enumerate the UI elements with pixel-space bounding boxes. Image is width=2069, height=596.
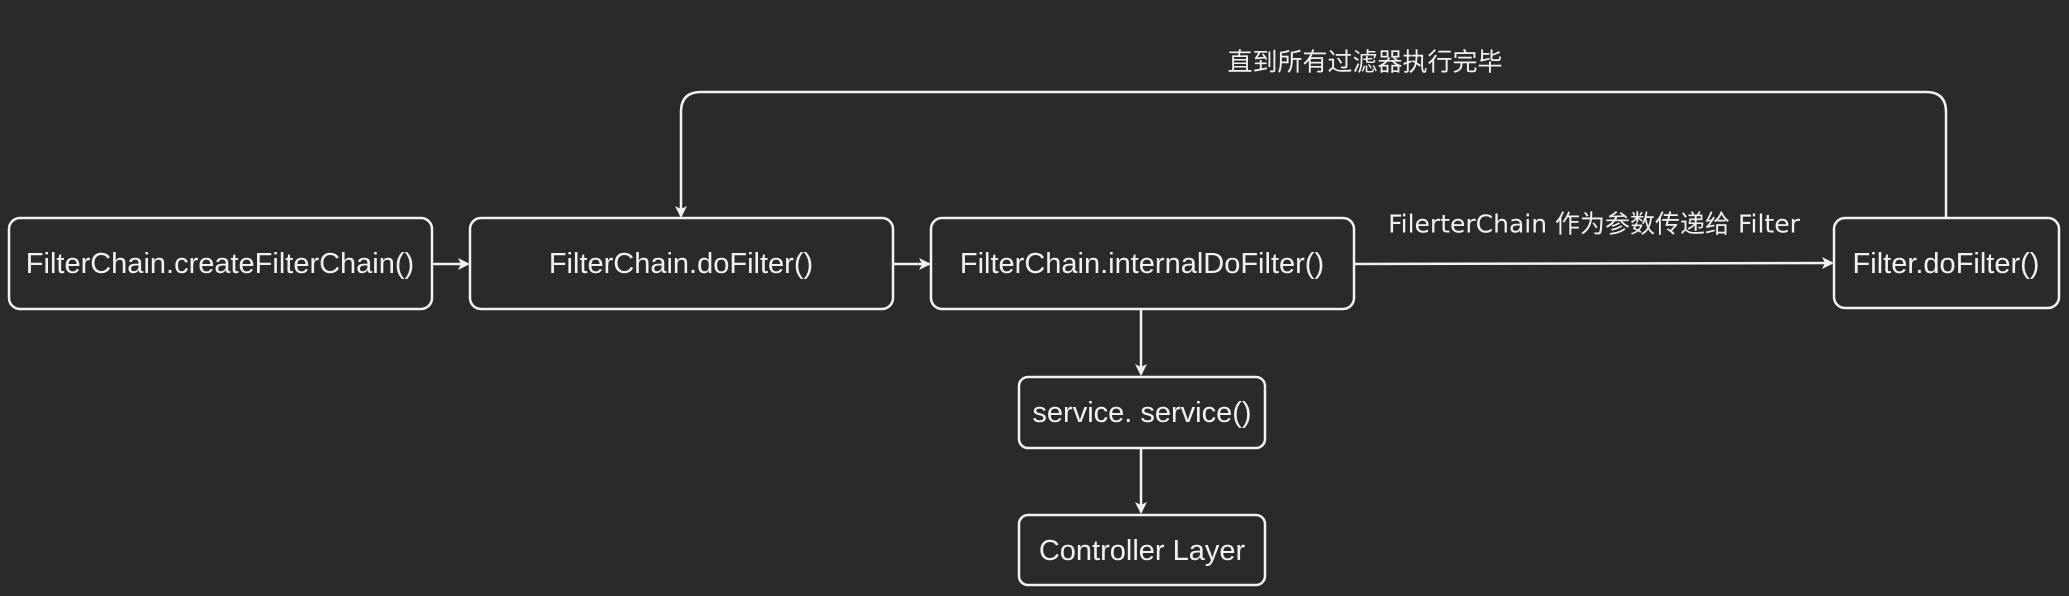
edge-label-loop-back-text: 直到所有过滤器执行完毕 xyxy=(1227,48,1502,77)
node-controller-layer: Controller Layer xyxy=(1017,513,1267,587)
edge-label-loop-back: 直到所有过滤器执行完毕 xyxy=(1205,43,1525,83)
edge-label-pass-chain-text: FilerterChain 作为参数传递给 Filter xyxy=(1388,210,1801,239)
node-do-filter-label: FilterChain.doFilter() xyxy=(549,248,813,280)
node-do-filter: FilterChain.doFilter() xyxy=(468,216,895,311)
node-filter-do-filter: Filter.doFilter() xyxy=(1832,216,2061,310)
node-filter-do-filter-label: Filter.doFilter() xyxy=(1853,248,2040,280)
node-service: service. service() xyxy=(1017,375,1267,450)
edge-internal-to-filter xyxy=(1353,257,1834,270)
node-internal-do-filter-label: FilterChain.internalDoFilter() xyxy=(960,248,1324,280)
node-internal-do-filter: FilterChain.internalDoFilter() xyxy=(929,216,1356,311)
node-create-filter-chain: FilterChain.createFilterChain() xyxy=(7,216,434,311)
node-service-label: service. service() xyxy=(1032,397,1251,429)
edge-label-pass-chain: FilerterChain 作为参数传递给 Filter xyxy=(1388,210,1801,239)
node-controller-layer-label: Controller Layer xyxy=(1039,535,1246,567)
edge-filter-loop-back xyxy=(675,90,1948,218)
node-create-filter-chain-label: FilterChain.createFilterChain() xyxy=(26,248,414,280)
